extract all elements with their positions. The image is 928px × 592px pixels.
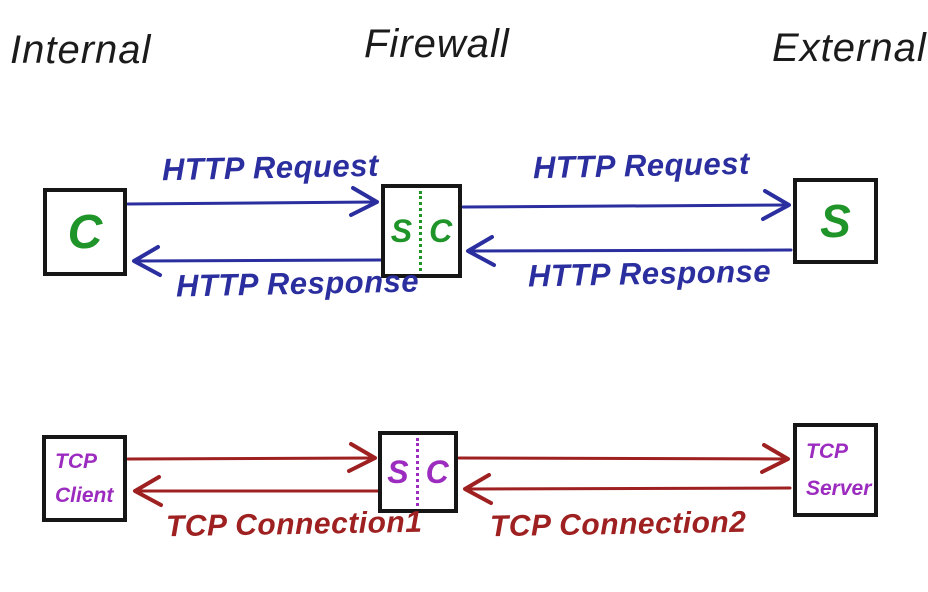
- tcp-connection1-arrow-right: [126, 442, 377, 473]
- http-proxy-inner: S C: [385, 188, 458, 274]
- http-response-arrow-internal: [132, 245, 383, 277]
- tcp-client-line1: TCP: [55, 449, 97, 473]
- tcp-proxy-inner: S C: [382, 435, 454, 509]
- http-response-external-label: HTTP Response: [527, 253, 772, 294]
- http-proxy-box: S C: [381, 184, 462, 278]
- tcp-proxy-divider-dotted-line: [415, 437, 419, 507]
- http-proxy-client-side-label: C: [429, 212, 453, 249]
- http-proxy-server-side-label: S: [390, 212, 413, 249]
- http-response-arrow-external: [466, 235, 793, 267]
- http-request-arrow-external: [461, 189, 791, 221]
- http-server-label: S: [820, 195, 851, 247]
- http-client-box: C: [43, 188, 127, 276]
- tcp-client-line2: Client: [55, 483, 114, 507]
- tcp-connection2-label: TCP Connection2: [489, 505, 747, 544]
- tcp-connection2-arrow-left: [463, 473, 792, 505]
- header-firewall: Firewall: [364, 22, 510, 66]
- tcp-client-box: TCP Client: [42, 435, 127, 522]
- http-request-arrow-internal: [126, 186, 379, 217]
- tcp-server-text: TCP Server: [797, 427, 874, 513]
- tcp-connection1-arrow-left: [133, 475, 380, 507]
- http-server-box: S: [793, 178, 878, 264]
- http-response-internal-label: HTTP Response: [175, 263, 420, 304]
- tcp-proxy-box: S C: [378, 431, 458, 513]
- tcp-proxy-client-side-label: C: [425, 453, 449, 490]
- http-request-internal-label: HTTP Request: [161, 147, 380, 188]
- http-proxy-divider-dotted-line: [419, 191, 423, 271]
- tcp-connection1-label: TCP Connection1: [165, 505, 423, 544]
- tcp-client-text: TCP Client: [46, 439, 123, 518]
- http-request-external-label: HTTP Request: [532, 145, 751, 186]
- tcp-proxy-server-side-label: S: [387, 453, 409, 490]
- header-external: External: [772, 26, 927, 70]
- tcp-server-line1: TCP: [806, 440, 848, 464]
- tcp-server-line2: Server: [806, 476, 872, 500]
- tcp-server-box: TCP Server: [793, 423, 878, 517]
- tcp-connection2-arrow-right: [457, 443, 790, 474]
- header-internal: Internal: [10, 28, 152, 72]
- http-client-label: C: [67, 205, 103, 259]
